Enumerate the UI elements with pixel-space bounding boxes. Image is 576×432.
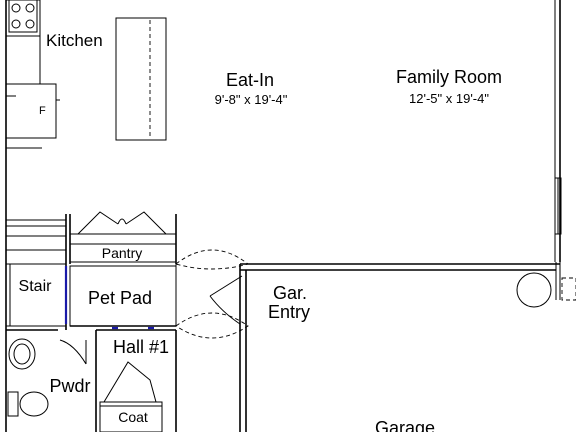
- fridge-label: F: [39, 105, 46, 117]
- eat-in-label: Eat-In: [226, 70, 274, 90]
- refrigerator: [5, 83, 57, 139]
- pet-pad-label: Pet Pad: [88, 288, 152, 308]
- pantry-label: Pantry: [102, 245, 142, 261]
- coat-label: Coat: [118, 409, 148, 425]
- water-heater: [516, 272, 552, 308]
- powder-label: Pwdr: [49, 376, 90, 396]
- exterior-walls: [5, 0, 562, 432]
- kitchen-island: [115, 17, 167, 141]
- eat-in-dimensions: 9'-8" x 19'-4": [215, 92, 288, 107]
- garage-walls: [239, 262, 576, 432]
- family-room-label: Family Room: [396, 67, 502, 87]
- kitchen-label: Kitchen: [46, 31, 103, 50]
- garage-entry-label-line2: Entry: [268, 302, 310, 322]
- powder-room: [6, 329, 177, 432]
- stair-label: Stair: [19, 278, 53, 295]
- kitchen-counters: [5, 0, 60, 149]
- toilet: [19, 391, 49, 417]
- coat-closet: [99, 361, 163, 432]
- sink: [8, 338, 36, 370]
- pantry: [69, 211, 177, 264]
- garage-label: Garage: [375, 418, 435, 432]
- family-room-dimensions: 12'-5" x 19'-4": [409, 91, 489, 106]
- hall-label: Hall #1: [113, 337, 169, 357]
- garage-entry-label-line1: Gar.: [273, 283, 307, 303]
- stairs: [6, 214, 68, 330]
